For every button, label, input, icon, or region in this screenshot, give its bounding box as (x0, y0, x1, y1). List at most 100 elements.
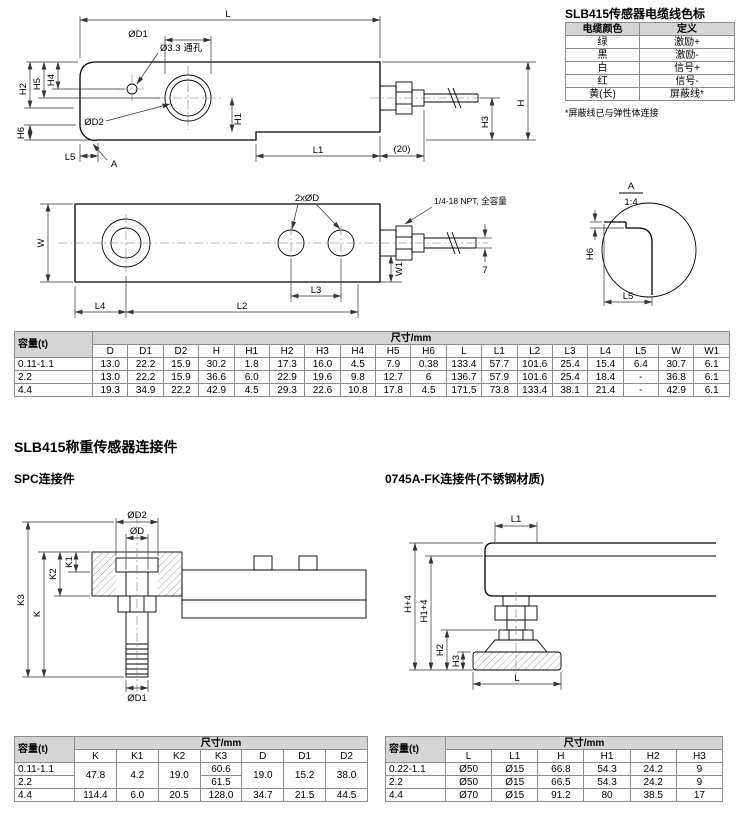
col-header: H4 (339, 344, 377, 358)
dim-label-l4: L4 (95, 301, 106, 312)
dim-label-h1-plus-4: H1+4 (419, 600, 430, 623)
cell: 13.0 (91, 370, 129, 384)
col-header: 电缆颜色 (565, 22, 640, 36)
cell: 42.9 (198, 383, 235, 397)
dim-label-k1: K1 (64, 556, 75, 568)
cell: 101.6 (516, 357, 553, 371)
cell: 9 (675, 775, 724, 789)
detail-circle (601, 202, 697, 298)
col-header: H2 (268, 344, 306, 358)
table-row: 0.22-1.1 Ø50 Ø15 66.8 54.3 24.2 9 (385, 762, 724, 776)
cell: - (622, 370, 660, 384)
cell: - (622, 383, 660, 397)
spc-connector-drawing: ØD2 ØD K1 K2 K K3 ØD1 (16, 510, 367, 704)
cell: 21.4 (587, 383, 624, 397)
dim-label-k2: K2 (48, 568, 59, 580)
table-row: 黄(长)屏蔽线* (565, 87, 735, 101)
cell: 36.6 (198, 370, 235, 384)
side-view-drawing: L ØD1 Ø3.3 通孔 H4 H5 H2 ØD2 H6 L5 A H1 L1… (16, 9, 536, 170)
col-header: L5 (622, 344, 660, 358)
capacity-cell: 4.4 (14, 788, 75, 802)
cell: 16.0 (304, 357, 341, 371)
assembly (91, 551, 367, 678)
cell: 6.4 (622, 357, 660, 371)
main-dimension-table: 容量(t) 尺寸/mm D D1 D2 H H1 H2 H3 H4 H5 H6 … (14, 331, 730, 397)
dim-label-h2: H2 (435, 644, 446, 656)
cell: 29.3 (268, 383, 306, 397)
cell: 133.4 (516, 383, 553, 397)
capacity-cell: 4.4 (14, 383, 93, 397)
col-header: H3 (304, 344, 341, 358)
spc-dimension-table: 容量(t) 尺寸/mm K K1 K2 K3 D D1 D2 0.11-1.1 … (14, 736, 368, 802)
cell: 44.5 (325, 788, 368, 802)
dim-label-h6: H6 (586, 248, 596, 260)
dim-label-h2: H2 (18, 83, 29, 95)
dim-label-l5: L5 (623, 291, 634, 302)
table-row: 4.4 114.4 6.0 20.5 128.0 34.7 21.5 44.5 (14, 788, 368, 802)
dim-label-l1: L1 (511, 514, 522, 525)
dim-label-2xd: 2xØD (295, 193, 319, 204)
detail-a-drawing: A 1:4 H6 L5 (586, 181, 697, 306)
col-header: H (537, 749, 585, 763)
cell: 54.3 (583, 775, 631, 789)
table-row: 0.11-1.1 47.8 4.2 19.0 60.6 19.0 15.2 38… (14, 762, 368, 789)
cell: 激励- (639, 48, 735, 62)
cable-table-title: SLB415传感器电缆线色标 (565, 7, 706, 21)
cell: 73.8 (481, 383, 518, 397)
dim-label-h: H (516, 99, 527, 106)
cable-header-row: 电缆颜色 定义 (565, 22, 735, 36)
dim-label-20: (20) (394, 144, 411, 155)
top-view-drawing: W 2xØD 1/4-18 NPT, 全容量 L3 L4 L2 W1 7 (36, 193, 507, 318)
col-header: K2 (157, 749, 201, 763)
cell: 15.9 (162, 357, 200, 371)
capacity-header: 容量(t) (14, 736, 75, 763)
col-header: L2 (516, 344, 553, 358)
cell: 54.3 (583, 762, 631, 776)
cell: 22.2 (127, 357, 164, 371)
cell: Ø50 (444, 775, 493, 789)
cell: 25.4 (551, 370, 589, 384)
detail-callout-a: A (111, 159, 118, 170)
dim-label-l: L (514, 673, 519, 684)
cell: 19.6 (304, 370, 341, 384)
dim-label-h-plus-4: H+4 (403, 595, 414, 613)
cell: 136.7 (445, 370, 483, 384)
cell: 25.4 (551, 357, 589, 371)
cell: 22.2 (162, 383, 200, 397)
dimension-lines (409, 522, 562, 690)
detail-scale-label: 1:4 (624, 197, 637, 208)
cell: 114.4 (74, 788, 117, 802)
cell: 6.1 (693, 357, 730, 371)
col-header: D2 (162, 344, 200, 358)
cell: 38.1 (551, 383, 589, 397)
cell: 18.4 (587, 370, 624, 384)
cell: 6.0 (115, 788, 159, 802)
table-row: 红信号- (565, 74, 735, 88)
table-row: 黑激励- (565, 48, 735, 62)
col-header: L4 (587, 344, 624, 358)
dim-label-l2: L2 (237, 301, 248, 312)
cell: 38.5 (629, 788, 677, 802)
col-header: H1 (583, 749, 631, 763)
cell: 20.5 (157, 788, 201, 802)
table-row: 4.4 19.3 34.9 22.2 42.9 4.5 29.3 22.6 10… (14, 383, 730, 397)
table-row: 2.2 13.0 22.2 15.9 36.6 6.0 22.9 19.6 9.… (14, 370, 730, 384)
cell: 17.8 (374, 383, 412, 397)
centerlines (118, 66, 488, 130)
dimension-lines (24, 16, 536, 162)
cell: 9 (675, 762, 724, 776)
fk-subtitle: 0745A-FK连接件(不锈钢材质) (385, 472, 545, 486)
dim-label-d1: ØD1 (127, 693, 147, 704)
cell: 38.0 (325, 762, 368, 789)
cell: 133.4 (445, 357, 483, 371)
cell: 34.7 (241, 788, 285, 802)
cell: 4.5 (410, 383, 447, 397)
spc-subtitle: SPC连接件 (14, 472, 75, 486)
capacity-cell: 2.2 (14, 775, 75, 789)
cell: 80 (583, 788, 631, 802)
header-row: 容量(t) 尺寸/mm (14, 736, 368, 763)
dim-header: 尺寸/mm (92, 331, 730, 345)
cell: Ø70 (444, 788, 493, 802)
cell: 91.2 (537, 788, 585, 802)
cell: 12.7 (374, 370, 412, 384)
